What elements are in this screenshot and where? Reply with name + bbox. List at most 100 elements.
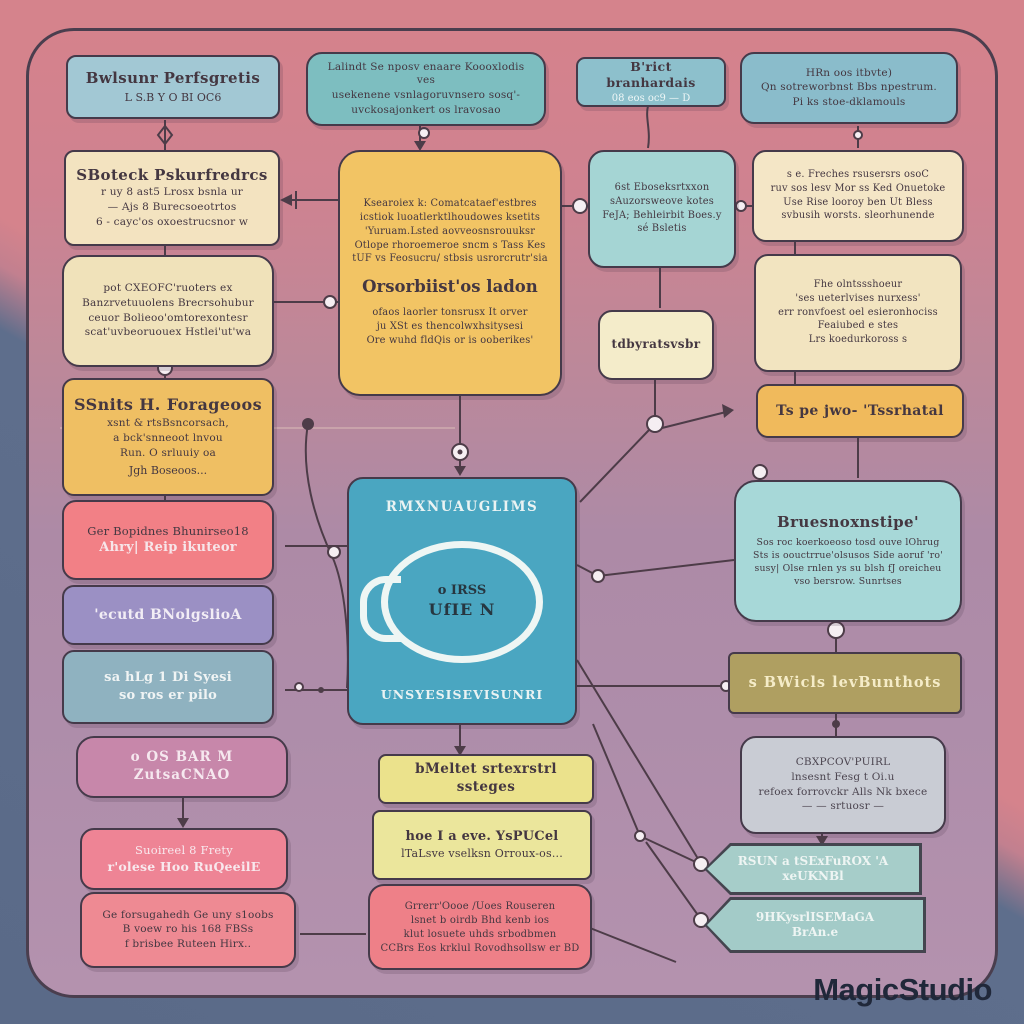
node-text-line: Ge forsugahedh Ge uny s1oobs (102, 908, 274, 921)
ring-text-1: o IRSS (437, 582, 487, 598)
node-text-line: ju XSt es thencolwxhsitysesi (376, 321, 524, 333)
node-text-line: 6st Eboseksrtxxon (614, 182, 710, 194)
node-title: Ts pe jwo- 'Tssrhatal (776, 402, 944, 419)
node-body: xsnt & rtsBsncorsach,a bck'snneoot lnvou… (74, 416, 262, 461)
node-text-line: Lrs koedurkoross s (808, 334, 908, 346)
node-bottom-label: UNSYESISEVISUNRI (380, 686, 544, 702)
node-text-line: sa hLg 1 Di Syesi (104, 669, 232, 685)
node-text-line: Use Rise looroy ben Ut Bless (783, 196, 933, 208)
node-top-left: Bwlsunr Perfsgretis L S.B Y O BI OC6 (66, 55, 280, 119)
node-text-line: Sts is oouctrrue'olsusos Side aoruf 'ro' (753, 550, 943, 562)
node-text-line: Run. O srluuiy oa (120, 446, 216, 459)
node-body: Ge forsugahedh Ge uny s1oobs B voew ro hi… (92, 908, 284, 953)
node-text-line: usekenene vsnlagoruvnsero sosq'- (331, 89, 521, 101)
node-text-line: — — srtuosr — (801, 800, 885, 813)
node-text-line: 'Yuruam.Lsted aovveosnsrouuksr (364, 225, 536, 237)
node-left-mauve: o OS BAR M ZutsaCNAO (76, 736, 288, 798)
node-title: o OS BAR M ZutsaCNAO (130, 749, 234, 783)
node-text-line: refoex forrovckr Alls Nk bxece (758, 785, 928, 798)
node-text-line: s e. Freches rsusersrs osoC (786, 169, 930, 181)
node-text-line: Pi ks stoe-dklamouls (792, 95, 906, 108)
node-text-line: Banzrvetuuolens Brecrsohubur (82, 296, 254, 309)
node-text-line: Otlope rhoroemeroe sncm s Tass Kes (354, 239, 546, 251)
node-text-line: CCBrs Eos krklul Rovodhsollsw er BD (380, 942, 580, 954)
node-text-line: RSUN a tSExFuROX 'A (737, 854, 889, 868)
node-title: 'ecutd BNolgslioA (94, 606, 242, 623)
node-top-center: Lalindt Se nposv enaare Koooxlodis ves us… (306, 52, 546, 126)
node-text-line: err ronvfoest oel esieronhociss (778, 306, 938, 318)
node-left-pink-3: Ge forsugahedh Ge uny s1oobs B voew ro hi… (80, 892, 296, 968)
node-small-cream: tdbyratsvsbr (598, 310, 714, 380)
node-text-line: CBXPCOV'PUIRL (795, 756, 891, 769)
node-text-line: B voew ro his 168 FBSs (122, 923, 254, 936)
node-center-blue: RMXNUAUGLIMS o IRSS UfIE N UNSYESISEVISU… (347, 477, 577, 725)
node-text-line: 9HKysrlISEMaGA (755, 910, 875, 924)
node-text-line: lsnet b oirdb Bhd kenb ios (410, 914, 550, 926)
node-subtitle: L S.B Y O BI OC6 (124, 91, 222, 105)
node-text-line: ofaos laorler tonsrusx It orver (372, 307, 528, 319)
node-text-line: Sos roc koerkoeoso tosd ouve lOhrug (756, 537, 940, 549)
node-text-line: Lalindt Se nposv enaare Koooxlodis ves (327, 60, 525, 87)
node-top-small: B'rict branhardais 08 eos oc9 — D (576, 57, 726, 107)
node-title: SSnits H. Forageoos (74, 395, 262, 415)
node-text-line: Fhe olntssshoeur (813, 279, 903, 291)
node-text-line: hoe I a eve. YsPUCel (405, 828, 559, 844)
node-text-line: f brisbee Ruteen Hirx.. (124, 937, 252, 950)
node-text-line: xsnt & rtsBsncorsach, (107, 417, 229, 430)
node-right-beige-2: Fhe olntssshoeur'ses ueterlvises nurxess… (754, 254, 962, 372)
node-text-line: vso bersrow. Sunrtses (794, 576, 902, 588)
node-text-line: Ksearoiex k: Comatcataef'estbres (363, 198, 537, 210)
node-text-line: 6 - cayc'os oxoestrucsnor w (95, 215, 249, 228)
node-left-cream-1: SBoteck Pskurfredrcs r uy 8 ast5 Lrosx b… (64, 150, 280, 246)
ring-icon: o IRSS UfIE N (360, 540, 543, 663)
node-text-line: ruv sos lesv Mor ss Ked Onuetoke (770, 182, 946, 194)
node-text-line: Feaiubed e stes (817, 320, 899, 332)
node-right-orange: Ts pe jwo- 'Tssrhatal (756, 384, 964, 438)
node-bottom-yellow-1: bMeltet srtexrstrl ssteges (378, 754, 594, 804)
ring-text-2: UfIE N (428, 599, 496, 619)
node-text-line: tUF vs Feosucru/ stbsis usrorcrutr'sia (352, 253, 548, 265)
node-text-line: svbusih worsts. sleorhunende (781, 210, 935, 222)
node-right-blue: Bruesnoxnstipe' Sos roc koerkoeoso tosd … (734, 480, 962, 622)
magicstudio-watermark: MagicStudio (813, 972, 992, 1007)
node-text-line: — Ajs 8 Burecsoeotrtos (107, 200, 237, 213)
node-text-line: Ger Bopidnes Bhunirseo18 (87, 523, 249, 538)
node-subtitle: 08 eos oc9 — D (611, 93, 691, 105)
node-text-line: susy| Olse rnlen ys su blsh fJ oreicheu (754, 563, 942, 575)
node-body: sa hLg 1 Di Syesi so ros er pilo (74, 669, 262, 706)
node-title: s BWicls levBunthots (748, 673, 942, 691)
node-text-line: r uy 8 ast5 Lrosx bsnla ur (100, 186, 244, 199)
node-body: r uy 8 ast5 Lrosx bsnla ur— Ajs 8 Burecs… (76, 185, 268, 230)
node-title: bMeltet srtexrstrl ssteges (415, 761, 557, 795)
node-text-line: FeJA; Behleirbit Boes.y (602, 209, 722, 221)
node-text-line: so ros er pilo (119, 687, 217, 703)
node-text-line: sAuzorsweove kotes (610, 195, 714, 207)
node-text-line: BrAn.e (791, 925, 839, 939)
node-left-yellow: SSnits H. Forageoos xsnt & rtsBsncorsach… (62, 378, 274, 496)
node-body: Lalindt Se nposv enaare Koooxlodis ves us… (318, 60, 534, 119)
node-footer: Jgh Boseoos... (128, 464, 208, 478)
node-tail-text: ofaos laorler tonsrusx It orver ju XSt es… (350, 306, 550, 348)
node-text-line: sé Bsletis (637, 223, 687, 235)
